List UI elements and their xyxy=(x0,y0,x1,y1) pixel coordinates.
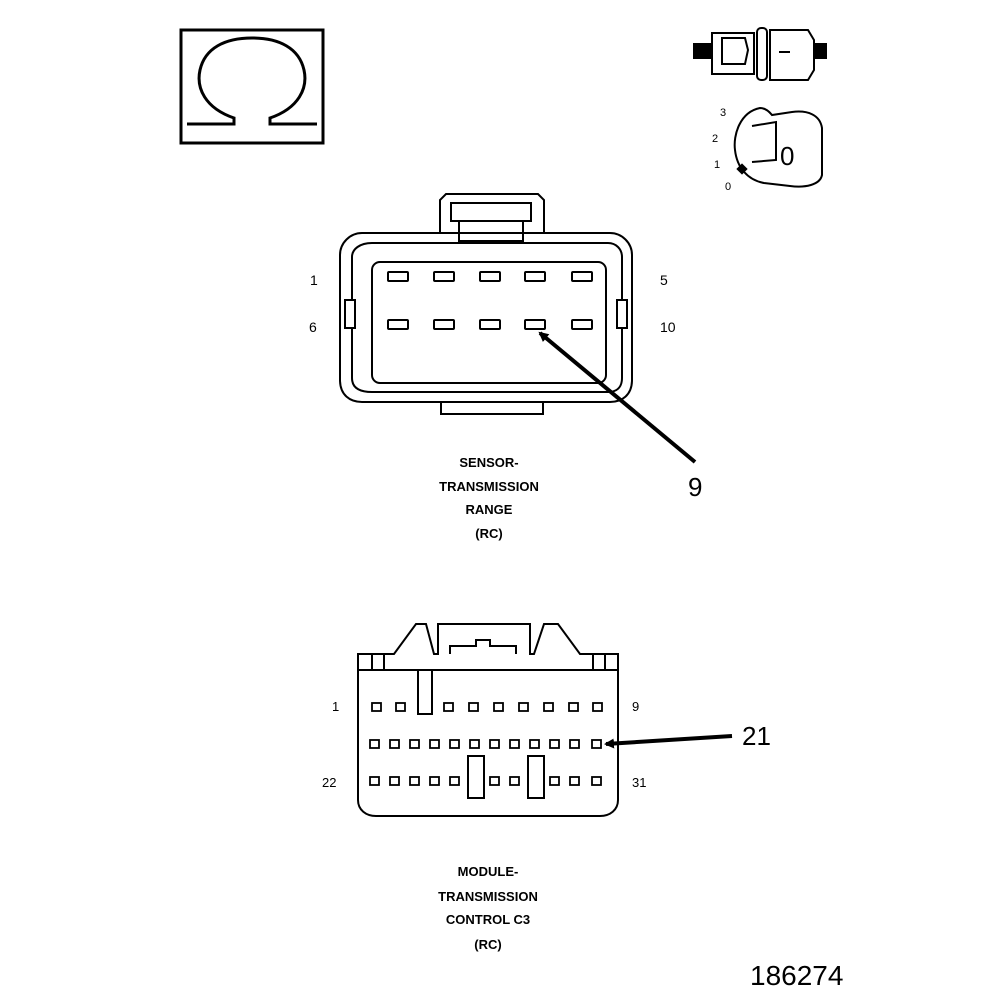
module-pin xyxy=(468,702,479,712)
module-pin xyxy=(369,739,380,749)
sensor-pin xyxy=(524,319,546,330)
module-pin xyxy=(529,739,540,749)
module-pin xyxy=(371,702,382,712)
figure-number: 186274 xyxy=(750,960,843,991)
module-pin-label-31: 31 xyxy=(632,775,646,790)
key-pos-3: 3 xyxy=(720,107,726,119)
sensor-pin xyxy=(524,271,546,282)
module-pin xyxy=(395,702,406,712)
sensor-pin xyxy=(571,271,593,282)
key-current-position: 0 xyxy=(780,141,794,171)
sensor-caption: SENSOR- TRANSMISSION RANGE (RC) xyxy=(439,455,539,541)
module-pin xyxy=(489,776,500,786)
ohm-symbol-icon xyxy=(179,28,325,145)
sensor-pin xyxy=(433,319,455,330)
sensor-connector xyxy=(339,193,633,415)
module-pin xyxy=(389,739,400,749)
module-pin xyxy=(429,776,440,786)
module-callout-arrow xyxy=(604,734,733,749)
ignition-key-icon: 3 2 1 0 0 xyxy=(712,106,823,193)
module-pin xyxy=(409,776,420,786)
module-pin xyxy=(549,776,560,786)
module-pin-label-22: 22 xyxy=(322,775,336,790)
module-pin xyxy=(369,776,380,786)
module-pin xyxy=(489,739,500,749)
key-pos-2: 2 xyxy=(712,133,718,145)
sensor-pin xyxy=(433,271,455,282)
svg-text:SENSOR-: SENSOR- xyxy=(459,455,518,470)
module-pin xyxy=(592,702,603,712)
module-pin-label-1: 1 xyxy=(332,699,339,714)
module-pin xyxy=(409,739,420,749)
module-pin xyxy=(509,739,520,749)
sensor-pins xyxy=(387,271,593,330)
key-pos-0: 0 xyxy=(725,181,731,193)
svg-text:TRANSMISSION: TRANSMISSION xyxy=(438,889,538,904)
svg-text:RANGE: RANGE xyxy=(466,502,513,517)
sensor-pin-label-10: 10 xyxy=(660,319,676,335)
test-probe-connector-icon xyxy=(693,27,827,81)
module-pin xyxy=(549,739,560,749)
sensor-pin-label-6: 6 xyxy=(309,319,317,335)
svg-text:TRANSMISSION: TRANSMISSION xyxy=(439,479,539,494)
module-pin xyxy=(389,776,400,786)
module-pin xyxy=(469,739,480,749)
module-pins xyxy=(369,702,603,786)
sensor-callout-pin: 9 xyxy=(688,472,702,502)
module-pin xyxy=(591,776,602,786)
module-pin xyxy=(518,702,529,712)
module-pin xyxy=(429,739,440,749)
key-pos-1: 1 xyxy=(714,159,720,171)
module-pin xyxy=(569,776,580,786)
module-callout-pin: 21 xyxy=(742,721,771,751)
svg-text:(RC): (RC) xyxy=(475,526,502,541)
module-pin xyxy=(449,776,460,786)
sensor-pin-label-5: 5 xyxy=(660,272,668,288)
module-pin xyxy=(569,739,580,749)
svg-text:(RC): (RC) xyxy=(474,937,501,952)
sensor-callout-arrow xyxy=(538,331,697,464)
module-pin xyxy=(509,776,520,786)
sensor-pin xyxy=(479,319,501,330)
module-pin xyxy=(591,739,602,749)
svg-text:CONTROL C3: CONTROL C3 xyxy=(446,912,530,927)
module-connector xyxy=(357,623,619,817)
module-pin-label-9: 9 xyxy=(632,699,639,714)
module-pin xyxy=(568,702,579,712)
module-pin xyxy=(493,702,504,712)
module-caption: MODULE- TRANSMISSION CONTROL C3 (RC) xyxy=(438,864,538,952)
svg-text:MODULE-: MODULE- xyxy=(458,864,519,879)
module-pin xyxy=(543,702,554,712)
sensor-pin xyxy=(387,271,409,282)
sensor-pin-label-1: 1 xyxy=(310,272,318,288)
module-pin xyxy=(443,702,454,712)
sensor-pin xyxy=(479,271,501,282)
sensor-pin xyxy=(571,319,593,330)
sensor-pin xyxy=(387,319,409,330)
module-pin xyxy=(449,739,460,749)
